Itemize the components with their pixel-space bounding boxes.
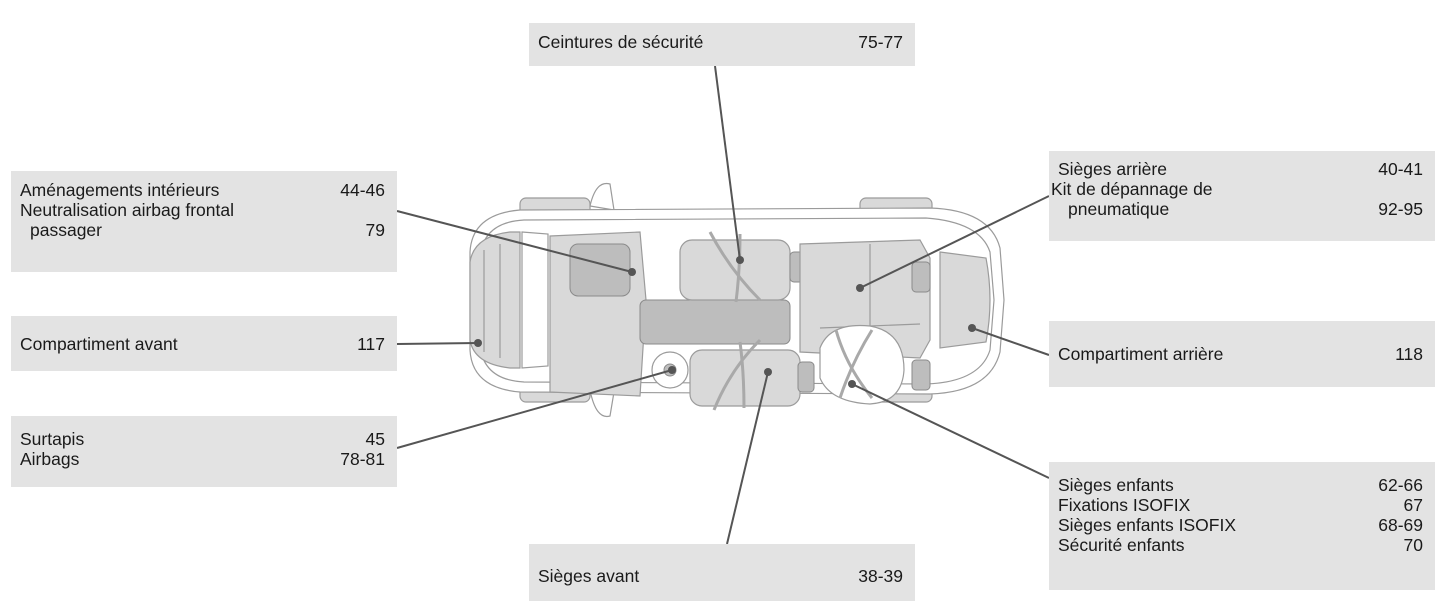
callout-label: pneumatique [1068,199,1170,219]
leader-surtapis [396,369,673,449]
callout-pages: 75-77 [858,32,903,52]
callout-label: passager [30,220,102,240]
callout-pages: 78-81 [340,449,385,469]
callout-label: Sécurité enfants [1058,535,1185,555]
callout-label: Compartiment avant [20,334,178,354]
callout-pages: 62-66 [1378,475,1423,495]
right-mirror [589,389,615,418]
callout-amenagements-interieurs: Aménagements intérieurs 44-46 Neutralisat… [11,171,397,272]
callout-pages: 70 [1403,535,1423,555]
callout-pages: 40-41 [1378,159,1423,179]
callout-label: Airbags [20,449,80,469]
callout-surtapis-airbags: Surtapis 45 Airbags 78-81 [11,416,397,487]
callout-label: Surtapis [20,429,85,449]
leader-amenagements [396,210,633,273]
car-body-inner [479,217,995,385]
callout-label: Fixations ISOFIX [1058,495,1191,515]
callout-pages: 44-46 [340,180,385,200]
callout-ceintures-de-securite: Ceintures de sécurité 75-77 [529,23,915,66]
leader-sieges-avant [726,371,769,545]
callout-label: Sièges arrière [1058,159,1167,179]
callout-pages: 68-69 [1378,515,1423,535]
callout-pages: 38-39 [858,566,903,586]
front-compartment-shape [469,231,521,369]
callout-label: Neutralisation airbag frontal [20,200,235,220]
callout-sieges-enfants: Sièges enfants 62-66 Fixations ISOFIX 67 S… [1049,462,1435,590]
callout-label: Sièges enfants [1058,475,1174,495]
callout-label: Aménagements intérieurs [20,180,220,200]
leader-ceintures [714,65,741,261]
callout-label: Sièges enfants ISOFIX [1058,515,1237,535]
callout-compartiment-avant: Compartiment avant 117 [11,316,397,371]
callout-compartiment-arriere: Compartiment arrière 118 [1049,321,1435,387]
callout-pages: 92-95 [1378,199,1423,219]
callout-label: Ceintures de sécurité [538,32,704,52]
callout-label: Kit de dépannage de [1051,179,1213,199]
left-mirror [589,182,615,211]
leader-compartiment-arriere [971,327,1050,356]
rear-compartment-shape [939,251,991,349]
callout-pages: 117 [357,334,385,354]
windshield [521,231,549,369]
callout-pages: 67 [1403,495,1423,515]
leader-compartiment-avant [396,342,479,345]
callout-label: Compartiment arrière [1058,344,1224,364]
callout-pages: 118 [1395,344,1423,364]
leader-sieges-arriere [859,195,1050,289]
callout-pages: 79 [365,220,385,240]
leader-sieges-enfants [851,383,1050,479]
callout-sieges-avant: Sièges avant 38-39 [529,544,915,601]
callout-label: Sièges avant [538,566,640,586]
callout-pages: 45 [365,429,385,449]
